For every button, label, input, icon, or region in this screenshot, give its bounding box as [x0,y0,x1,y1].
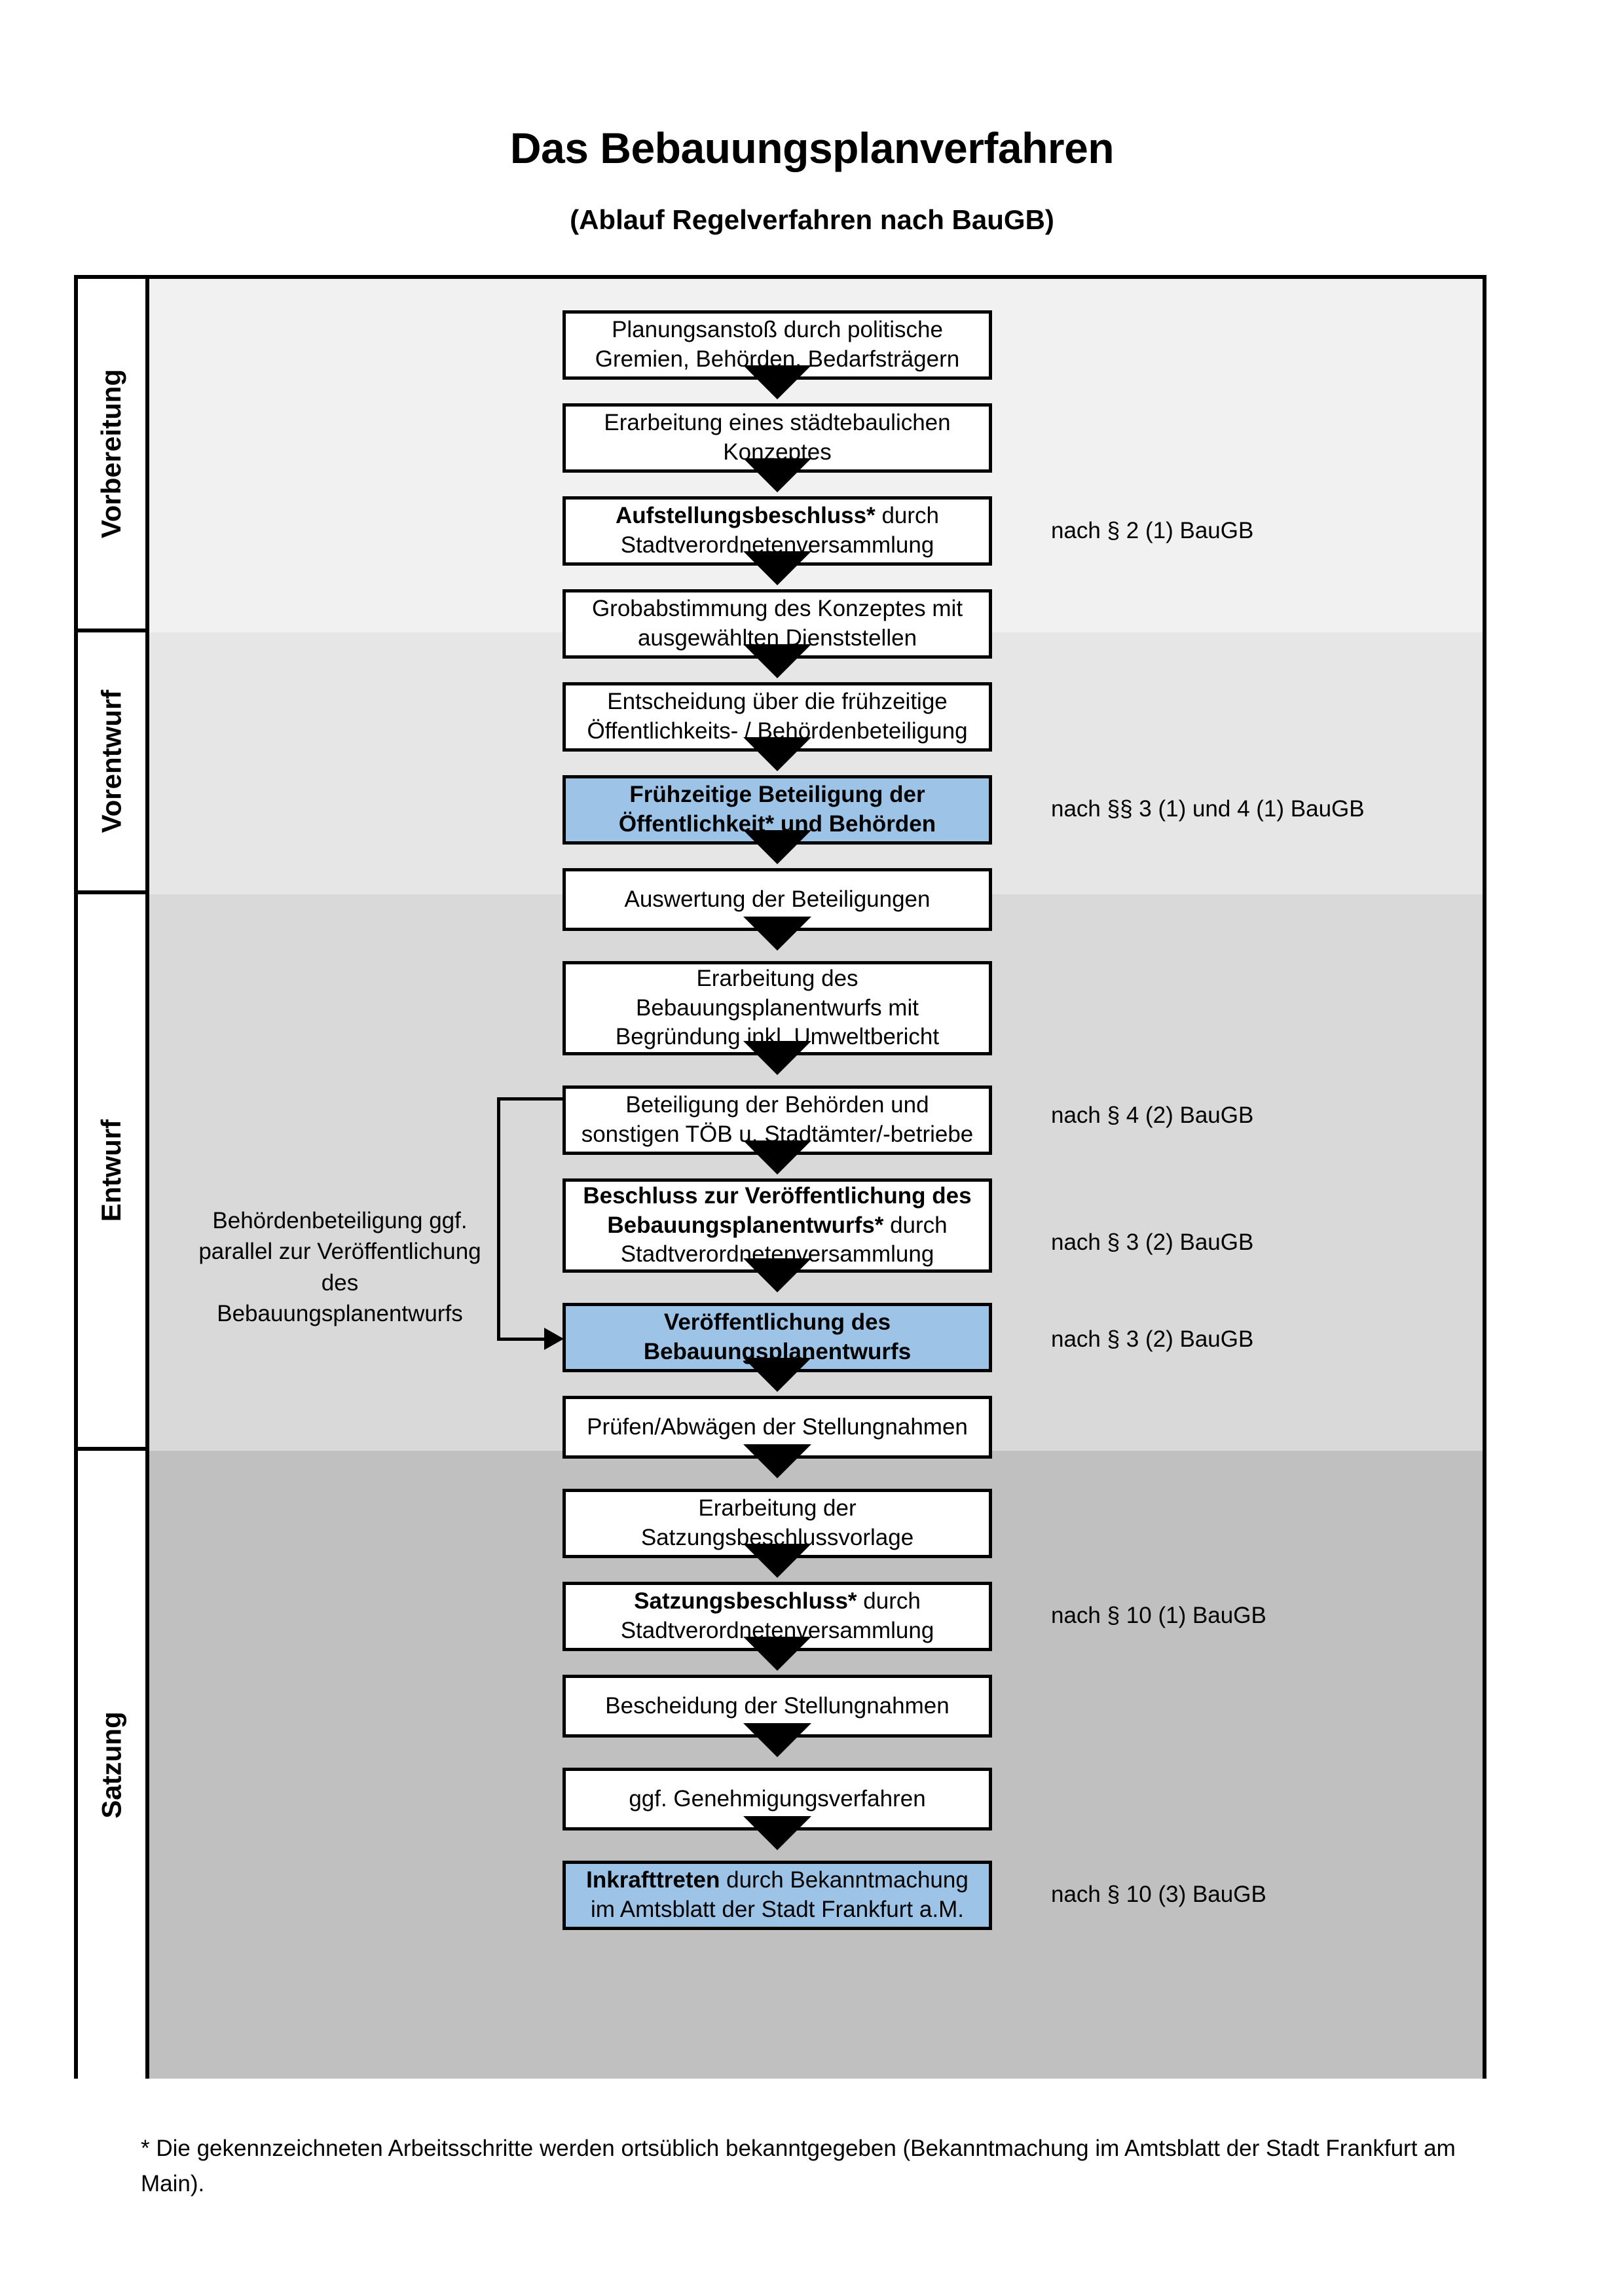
flow-step-planungsanstoss[interactable]: Planungsanstoß durch politische Gremien,… [563,310,992,380]
page-header: Das Bebauungsplanverfahren (Ablauf Regel… [0,0,1624,236]
phase-label-vorentwurf: Vorentwurf [96,689,127,833]
flow-arrow-down-icon [743,737,811,771]
phase-cell-satzung: Satzung [78,1451,145,2079]
flow-arrow-down-icon [743,1637,811,1671]
flow-arrow-down-icon [743,1544,811,1578]
phase-label-gutter: Vorbereitung Vorentwurf Entwurf Satzung [78,279,145,2079]
flow-step-label: Frühzeitige Beteiligung der Öffentlichke… [618,782,936,837]
flow-step-grobabstimmung[interactable]: Grobabstimmung des Konzeptes mit ausgewä… [563,589,992,659]
page-subtitle: (Ablauf Regelverfahren nach BauGB) [570,204,1054,235]
flow-step-label: Prüfen/Abwägen der Stellungnahmen [587,1413,968,1440]
flow-arrow-down-icon [743,365,811,399]
footnote: * Die gekennzeichneten Arbeitsschritte w… [141,2136,1456,2197]
flow-step-label: Beteiligung der Behörden und sonstigen T… [581,1092,974,1147]
flow-arrow-down-icon [743,1041,811,1075]
flow-step-beschluss-veroeffentlichung[interactable]: Beschluss zur Veröffentlichung des Bebau… [563,1178,992,1273]
flowchart-diagram: Vorbereitung Vorentwurf Entwurf Satzung … [74,275,1486,2079]
flow-step-label: Satzungsbeschluss* durch Stadtverordnete… [620,1588,934,1643]
bracket-arrowhead-icon [544,1328,564,1350]
law-reference-law-6: nach § 10 (1) BauGB [1051,1603,1266,1628]
law-reference-law-2: nach §§ 3 (1) und 4 (1) BauGB [1051,796,1365,822]
flow-step-label: ggf. Genehmigungsverfahren [629,1785,926,1812]
phase-label-entwurf: Entwurf [96,1119,127,1222]
flow-step-label: Bescheidung der Stellungnahmen [605,1692,950,1719]
law-reference-law-1: nach § 2 (1) BauGB [1051,518,1254,543]
flow-step-inkrafttreten[interactable]: Inkrafttreten durch Bekanntmachung im Am… [563,1861,992,1930]
bracket-bottom-segment [497,1338,545,1341]
flow-arrow-down-icon [743,1358,811,1392]
flow-step-label: Auswertung der Beteiligungen [624,886,931,912]
flow-arrow-down-icon [743,1723,811,1757]
flow-step-label: Erarbeitung des Bebauungsplanentwurfs mi… [615,965,940,1050]
phase-label-vorbereitung: Vorbereitung [96,369,127,539]
flow-step-label: Erarbeitung eines städtebaulichen Konzep… [604,410,951,465]
phase-cell-vorbereitung: Vorbereitung [78,279,145,632]
flow-step-label: Beschluss zur Veröffentlichung des Bebau… [583,1182,972,1267]
flow-step-label: Inkrafttreten durch Bekanntmachung im Am… [586,1867,969,1922]
flow-arrow-down-icon [743,1140,811,1175]
phase-cell-entwurf: Entwurf [78,894,145,1451]
band-vorentwurf [149,632,1483,894]
flow-arrow-down-icon [743,830,811,864]
page-title: Das Bebauungsplanverfahren [509,124,1115,172]
flow-step-label: Aufstellungsbeschluss* durch Stadtverord… [615,503,940,558]
flow-arrow-down-icon [743,458,811,492]
flow-arrow-down-icon [743,1816,811,1850]
phase-cell-vorentwurf: Vorentwurf [78,632,145,894]
bracket-vertical-segment [497,1097,500,1338]
flow-arrow-down-icon [743,644,811,678]
law-reference-law-5: nach § 3 (2) BauGB [1051,1326,1254,1352]
flow-arrow-down-icon [743,1444,811,1478]
law-reference-law-7: nach § 10 (3) BauGB [1051,1882,1266,1907]
flow-arrow-down-icon [743,551,811,585]
flow-arrow-down-icon [743,917,811,951]
phase-label-satzung: Satzung [96,1711,127,1819]
law-reference-law-3: nach § 4 (2) BauGB [1051,1102,1254,1128]
parallel-participation-note: Behördenbeteiligung ggf. parallel zur Ve… [198,1208,481,1326]
flow-step-label: Grobabstimmung des Konzeptes mit ausgewä… [591,596,963,651]
law-reference-law-4: nach § 3 (2) BauGB [1051,1230,1254,1255]
flow-arrow-down-icon [743,1258,811,1292]
bracket-top-segment [497,1097,563,1101]
phase-bands [145,279,1483,2079]
